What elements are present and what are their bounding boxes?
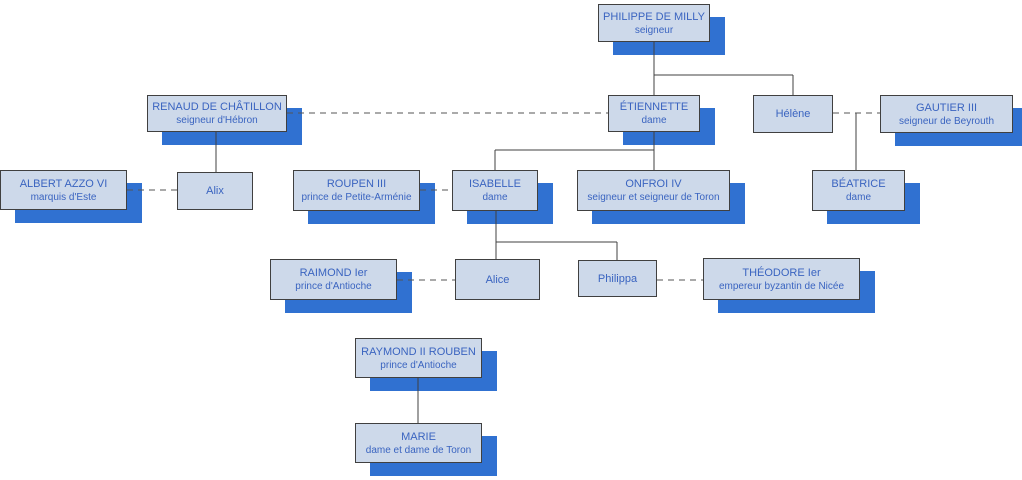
person-subtitle: dame <box>641 115 667 126</box>
person-name: PHILIPPE DE MILLY <box>603 10 705 23</box>
person-subtitle: prince de Petite-Arménie <box>301 192 412 203</box>
node-gautier-iii[interactable]: GAUTIER III seigneur de Beyrouth <box>880 95 1013 133</box>
node-etiennette[interactable]: ÉTIENNETTE dame <box>608 95 700 132</box>
node-beatrice[interactable]: BÉATRICE dame <box>812 170 905 211</box>
node-helene[interactable]: Hélène <box>753 95 833 133</box>
person-name: ISABELLE <box>469 178 521 190</box>
person-name: Alice <box>485 273 510 286</box>
node-alice[interactable]: Alice <box>455 259 540 300</box>
person-name: Alix <box>206 185 224 197</box>
person-name: GAUTIER III <box>915 101 978 114</box>
person-name: THÉODORE Ier <box>742 266 821 279</box>
node-marie[interactable]: MARIE dame et dame de Toron <box>355 423 482 463</box>
person-subtitle: dame et dame de Toron <box>365 444 472 456</box>
person-subtitle: prince d'Antioche <box>380 359 457 371</box>
node-isabelle[interactable]: ISABELLE dame <box>452 170 538 211</box>
person-name: RAYMOND II ROUBEN <box>361 345 476 358</box>
node-raimond-ier[interactable]: RAIMOND Ier prince d'Antioche <box>270 259 397 300</box>
node-albert-azzo-vi[interactable]: ALBERT AZZO VI marquis d'Este <box>0 170 127 210</box>
node-raymond-ii-rouben[interactable]: RAYMOND II ROUBEN prince d'Antioche <box>355 338 482 378</box>
person-subtitle: seigneur <box>634 24 674 36</box>
person-name: ÉTIENNETTE <box>619 101 689 113</box>
node-theodore-ier[interactable]: THÉODORE Ier empereur byzantin de Nicée <box>703 258 860 300</box>
person-subtitle: dame <box>845 192 871 203</box>
person-subtitle: seigneur et seigneur de Toron <box>587 192 720 203</box>
node-onfroi-iv[interactable]: ONFROI IV seigneur et seigneur de Toron <box>577 170 730 211</box>
node-renaud-de-chatillon[interactable]: RENAUD DE CHÂTILLON seigneur d'Hébron <box>147 95 287 132</box>
person-subtitle: empereur byzantin de Nicée <box>718 280 845 292</box>
person-subtitle: seigneur de Beyrouth <box>898 115 995 127</box>
person-name: RAIMOND Ier <box>299 267 368 279</box>
node-alix[interactable]: Alix <box>177 172 253 210</box>
person-subtitle: prince d'Antioche <box>295 281 372 292</box>
person-name: ROUPEN III <box>326 178 387 190</box>
person-name: Hélène <box>775 108 811 120</box>
person-name: RENAUD DE CHÂTILLON <box>152 101 282 113</box>
person-name: Philippa <box>597 272 638 285</box>
node-philippe-de-milly[interactable]: PHILIPPE DE MILLY seigneur <box>598 4 710 42</box>
person-name: ONFROI IV <box>625 178 682 190</box>
node-roupen-iii[interactable]: ROUPEN III prince de Petite-Arménie <box>293 170 420 211</box>
node-philippa[interactable]: Philippa <box>578 260 657 297</box>
person-name: BÉATRICE <box>831 178 886 190</box>
person-name: ALBERT AZZO VI <box>19 177 108 190</box>
person-subtitle: dame <box>482 192 508 203</box>
person-subtitle: marquis d'Este <box>30 191 97 203</box>
person-subtitle: seigneur d'Hébron <box>176 115 258 126</box>
person-name: MARIE <box>401 430 436 443</box>
